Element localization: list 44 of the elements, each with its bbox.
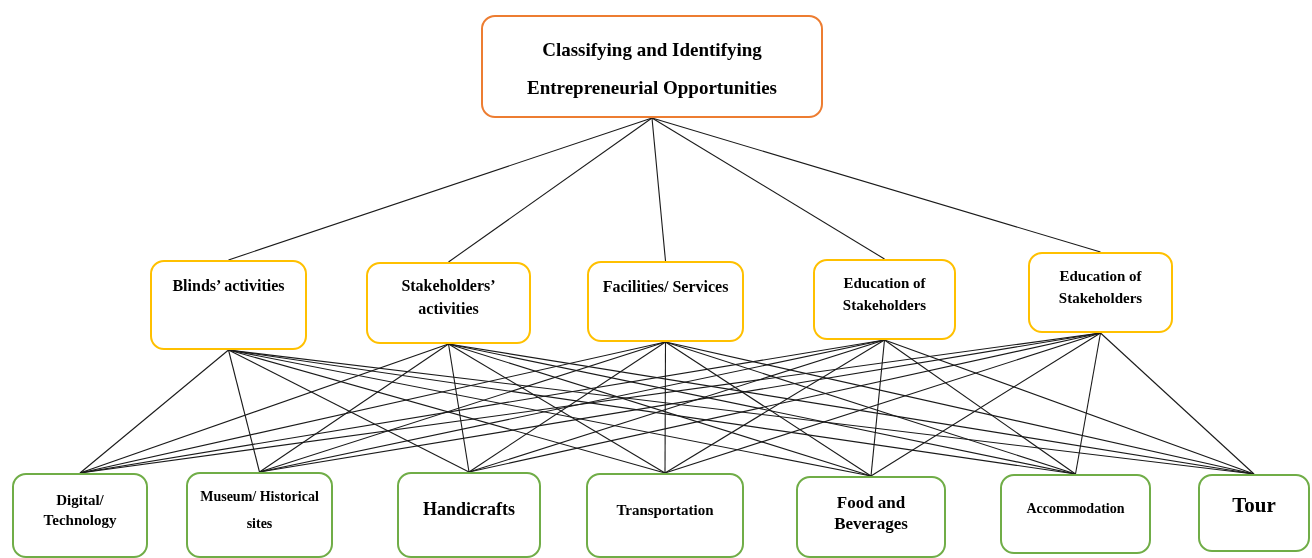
box-label: Digital/ Technology	[42, 491, 118, 530]
box-label: Blinds’ activities	[172, 276, 285, 296]
box-label: Tour	[1232, 492, 1276, 519]
box-label: Museum/ Historical sites	[199, 488, 320, 533]
connector-line	[79, 349, 230, 474]
connector-line	[1074, 332, 1102, 475]
category-box	[587, 261, 744, 342]
category-box	[481, 15, 823, 118]
category-box	[1028, 252, 1173, 333]
connector-line	[651, 117, 667, 262]
category-box	[366, 262, 531, 344]
box-label: Classifying and Identifying Entrepreneurial Opportunities	[526, 38, 778, 100]
connector-line	[447, 117, 653, 263]
connector-line	[651, 117, 886, 260]
connector-line	[258, 343, 450, 473]
box-label: Education of Stakeholders	[841, 274, 928, 315]
category-box	[813, 259, 956, 340]
box-label: Handicrafts	[423, 498, 515, 521]
connector-line	[227, 349, 470, 473]
category-box	[150, 260, 307, 350]
connector-line	[883, 339, 1077, 475]
box-label: Education of Stakeholders	[1057, 267, 1144, 308]
connector-line	[883, 339, 1255, 475]
connector-line	[870, 339, 886, 477]
category-box	[586, 473, 744, 558]
box-label: Facilities/ Services	[602, 277, 729, 297]
connector-line	[79, 343, 450, 474]
box-label: Food and Beverages	[833, 492, 909, 535]
connector-line	[651, 117, 1102, 253]
connector-line	[447, 343, 470, 473]
category-box	[1000, 474, 1151, 554]
category-box	[12, 473, 148, 558]
category-box	[397, 472, 541, 558]
box-label: Stakeholders’ activities	[400, 276, 497, 320]
connector-line	[664, 341, 667, 474]
category-box	[186, 472, 333, 558]
connector-line	[227, 117, 653, 261]
box-label: Accommodation	[1026, 500, 1125, 518]
box-label: Transportation	[616, 501, 714, 520]
category-box	[796, 476, 946, 558]
connector-line	[1099, 332, 1255, 475]
connector-line	[227, 349, 261, 473]
connector-line	[870, 332, 1102, 477]
category-box	[1198, 474, 1310, 552]
